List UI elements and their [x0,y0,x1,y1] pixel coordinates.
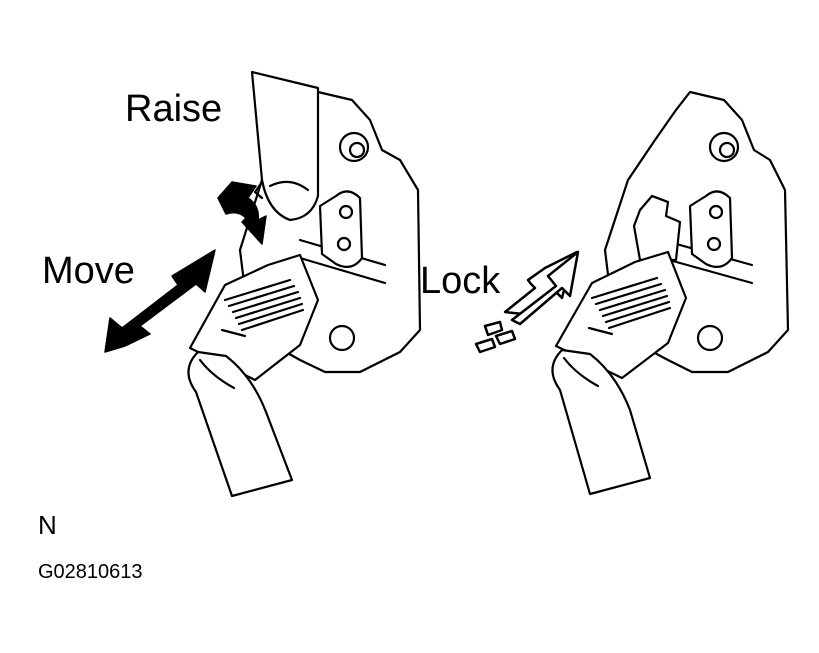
move-label: Move [42,250,135,292]
left-thumb [187,350,294,498]
lock-label: Lock [420,260,501,302]
left-link-plate [318,190,364,269]
right-panel [474,90,790,496]
motion-dash-icon [494,329,517,346]
raise-arrow-icon [217,181,267,245]
note-label: N [38,510,57,540]
left-panel [104,70,422,498]
right-plunger [554,250,688,380]
motion-dash-icon [474,337,497,354]
move-arrow-icon [104,249,216,353]
lock-arrow-icon-shaft [510,250,580,326]
raise-label: Raise [125,88,223,130]
figure-code: G02810613 [38,561,143,583]
motion-dash-icon [483,320,504,337]
right-thumb [551,348,652,496]
right-latch-locked [632,194,682,262]
right-link-plate [688,190,734,269]
left-plunger [188,253,320,382]
left-finger-raising [250,70,320,222]
